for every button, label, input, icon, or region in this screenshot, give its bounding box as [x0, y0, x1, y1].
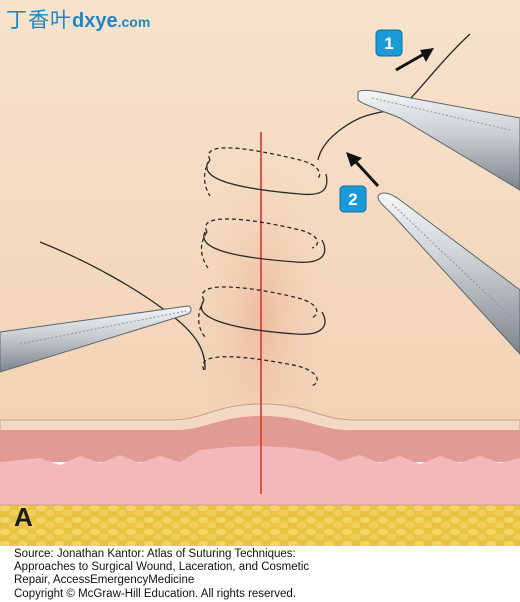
suture-loops: [198, 147, 328, 387]
watermark-site: dxye: [72, 10, 118, 32]
step-badge-1: 1: [375, 29, 403, 57]
caption-line-1: Source: Jonathan Kantor: Atlas of Suturi…: [14, 548, 296, 560]
watermark-tld: .com: [117, 14, 151, 30]
caption-line-2: Approaches to Surgical Wound, Laceration…: [14, 561, 310, 574]
right-needle-driver-upper: [357, 89, 520, 191]
wound-shading: [192, 130, 332, 470]
watermark-logo: 丁香叶dxye.com: [6, 4, 150, 34]
watermark-cn: 丁香叶: [6, 9, 72, 32]
caption-line-4: Copyright © McGraw-Hill Education. All r…: [14, 587, 297, 600]
left-needle-driver: [0, 305, 192, 373]
subdermis-layer: [0, 446, 520, 505]
arrow-2: [346, 152, 380, 188]
caption-line-3: Repair, AccessEmergencyMedicine: [14, 574, 195, 587]
arrow-1: [395, 48, 434, 72]
source-caption: Source: Jonathan Kantor: Atlas of Suturi…: [14, 548, 514, 601]
right-needle-driver-lower: [377, 192, 520, 355]
fat-layer: [0, 505, 520, 546]
step-badge-2: 2: [339, 185, 367, 213]
step-badge-2-label: 2: [348, 190, 357, 209]
panel-label: A: [14, 502, 33, 532]
dermis-layer: [0, 416, 520, 462]
suture-illustration: 1 2: [0, 0, 520, 546]
step-badge-1-label: 1: [384, 34, 393, 53]
